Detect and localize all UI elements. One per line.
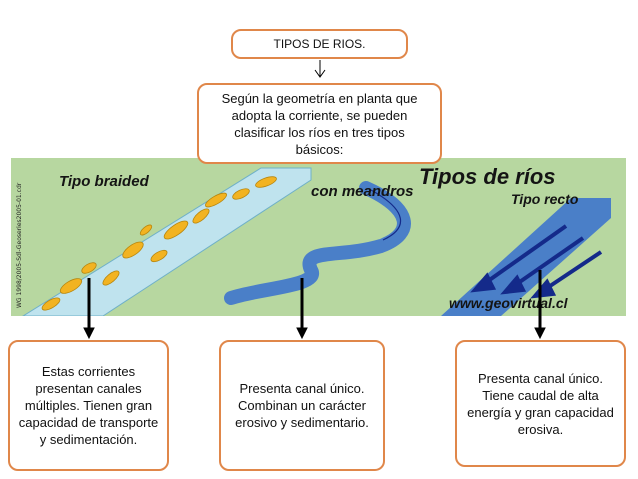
braided-description: Estas corrientes presentan canales múlti… <box>18 364 159 447</box>
straight-river-flow-arrows <box>470 224 603 299</box>
river-types-illustration: Tipo braided Tipos de ríos con meandros … <box>11 158 626 317</box>
braided-islands <box>41 176 277 311</box>
intro-text: Según la geometría en planta que adopta … <box>221 90 418 157</box>
recto-description: Presenta canal único. Tiene caudal de al… <box>467 370 614 437</box>
braided-description-box: Estas corrientes presentan canales múlti… <box>8 340 169 471</box>
side-watermark: WG 1998/2005-Sdl-Geoseries2005-01.cdr <box>16 182 23 308</box>
title-box: TIPOS DE RIOS. <box>231 29 408 59</box>
illustration-heading: Tipos de ríos <box>419 164 556 189</box>
meandering-river-channel <box>224 181 411 305</box>
website-label: www.geovirtual.cl <box>449 295 569 311</box>
river-types-drawing: Tipo braided Tipos de ríos con meandros … <box>16 164 611 317</box>
meandering-river-flow-arrow <box>370 189 401 241</box>
label-meandros: con meandros <box>311 183 414 200</box>
meandros-description: Presenta canal único. Combinan un caráct… <box>235 381 369 430</box>
title-text: TIPOS DE RIOS. <box>273 36 366 51</box>
label-recto: Tipo recto <box>511 191 579 207</box>
recto-description-box: Presenta canal único. Tiene caudal de al… <box>455 340 626 467</box>
meandros-description-box: Presenta canal único. Combinan un caráct… <box>219 340 385 471</box>
label-braided: Tipo braided <box>59 173 150 190</box>
intro-box: Según la geometría en planta que adopta … <box>197 83 442 164</box>
